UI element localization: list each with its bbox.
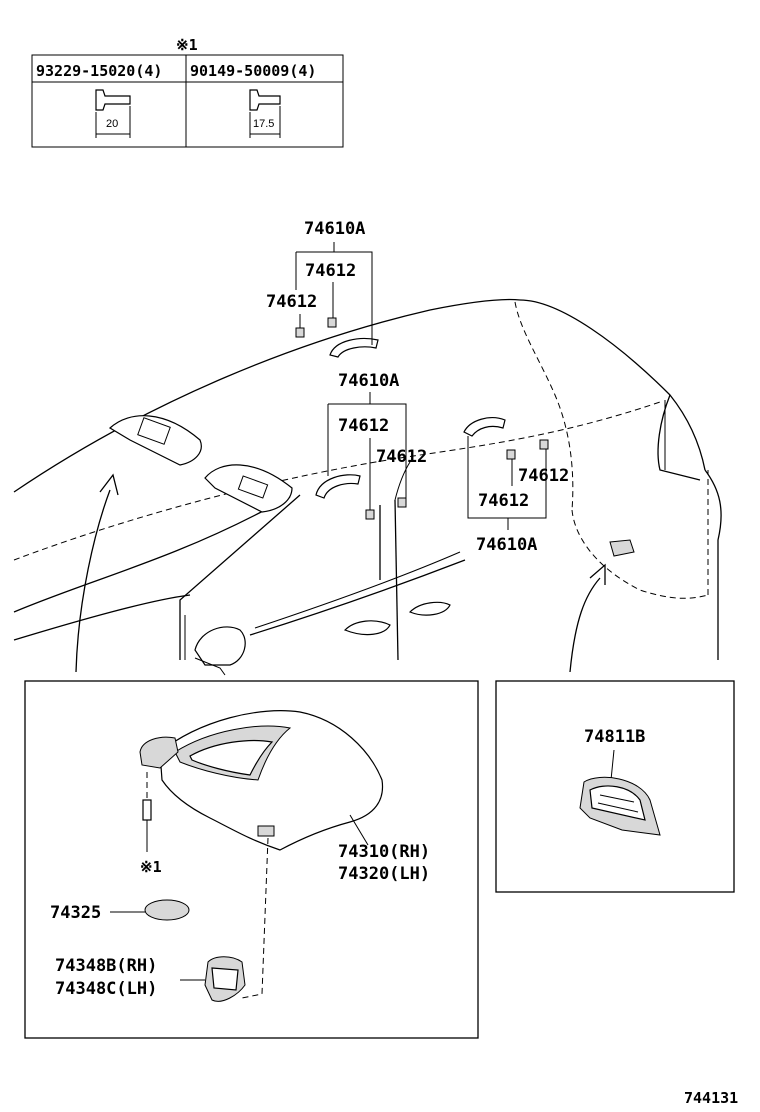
visor-detail-box: ※1 74310(RH) 74320(LH) 74325 74348B(RH) … xyxy=(24,680,479,1039)
callout-74811B: 74811B xyxy=(584,727,645,747)
assist-grip-middle xyxy=(315,474,361,499)
vehicle-outline xyxy=(13,298,722,676)
screw-20-dimension: 20 xyxy=(106,118,118,130)
callout-74612-top-a: 74612 xyxy=(305,261,356,281)
callout-74612-rear-b: 74612 xyxy=(478,491,529,511)
screw-17-5-icon xyxy=(249,89,281,138)
fastener-table: ※1 93229-15020(4) 90149-50009(4) 20 17.5 xyxy=(31,36,344,148)
visor-screw-note: ※1 xyxy=(140,858,162,876)
table-col1-part: 93229-15020(4) xyxy=(36,62,162,80)
callout-74612-middle-a: 74612 xyxy=(338,416,389,436)
screw-17-5-dimension: 17.5 xyxy=(253,118,274,130)
callout-74325: 74325 xyxy=(50,903,101,923)
table-border xyxy=(31,54,344,148)
table-note-mark: ※1 xyxy=(176,36,198,54)
cover-74325-icon xyxy=(144,899,190,921)
callout-74610A-rear: 74610A xyxy=(476,535,537,555)
callout-74610A-top: 74610A xyxy=(304,219,365,239)
callout-group-rear: 74612 74612 74610A xyxy=(467,436,569,555)
visor-screw-icon xyxy=(142,772,152,852)
diagram-id: 744131 xyxy=(684,1089,738,1107)
callout-74310-rh: 74310(RH) xyxy=(338,842,430,862)
callout-group-top: 74610A 74612 74612 xyxy=(266,219,373,345)
callout-74348B-rh: 74348B(RH) xyxy=(55,956,157,976)
table-col2-part: 90149-50009(4) xyxy=(190,62,316,80)
callout-74612-top-b: 74612 xyxy=(266,292,317,312)
callout-74612-rear-a: 74612 xyxy=(518,466,569,486)
assist-grip-front xyxy=(329,337,379,358)
callout-74612-middle-b: 74612 xyxy=(376,447,427,467)
callout-74348C-lh: 74348C(LH) xyxy=(55,979,157,999)
visor-hinge-icon xyxy=(139,736,179,769)
callout-74320-lh: 74320(LH) xyxy=(338,864,430,884)
lamp-detail-box: 74811B xyxy=(495,680,735,893)
callout-group-middle: 74610A 74612 74612 xyxy=(327,371,427,510)
assist-grip-rear xyxy=(463,417,506,437)
screw-20-icon xyxy=(95,89,131,138)
callout-74610A-middle: 74610A xyxy=(338,371,399,391)
